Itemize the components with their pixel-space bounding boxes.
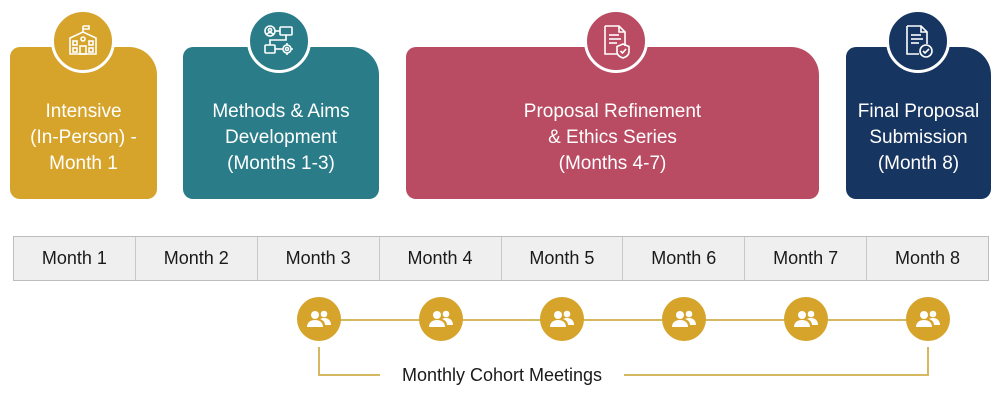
phase-label: Final Proposal Submission (Month 8) [857,101,980,174]
month-cell: Month 1 [14,237,136,280]
meetings-bracket [318,347,929,375]
people-group-icon [418,297,463,341]
month-cell: Month 3 [258,237,380,280]
meetings-connector [318,319,928,321]
month-cell: Month 6 [623,237,746,280]
bracket-line [624,374,929,376]
school-building-icon [51,9,115,73]
document-shield-icon [584,9,648,73]
document-check-icon [886,9,950,73]
month-timeline: Month 1 Month 2 Month 3 Month 4 Month 5 … [13,236,989,281]
people-group-icon [662,297,707,341]
month-cell: Month 4 [380,237,502,280]
month-cell: Month 8 [895,248,961,268]
phase-label: Intensive (In-Person) - Month 1 [30,101,137,174]
people-group-icon [905,297,950,341]
phase-label: Proposal Refinement & Ethics Series (Mon… [523,101,702,174]
people-group-icon [296,297,341,341]
month-cell: Month 7 [745,237,868,280]
people-group-icon [784,297,829,341]
bracket-line [318,374,380,376]
people-group-icon [540,297,585,341]
phase-label: Methods & Aims Development (Months 1-3) [212,101,350,174]
meetings-label: Monthly Cohort Meetings [401,365,603,385]
month-cell: Month 2 [136,237,258,280]
workflow-gear-icon [247,9,311,73]
month-cell: Month 5 [502,237,624,280]
